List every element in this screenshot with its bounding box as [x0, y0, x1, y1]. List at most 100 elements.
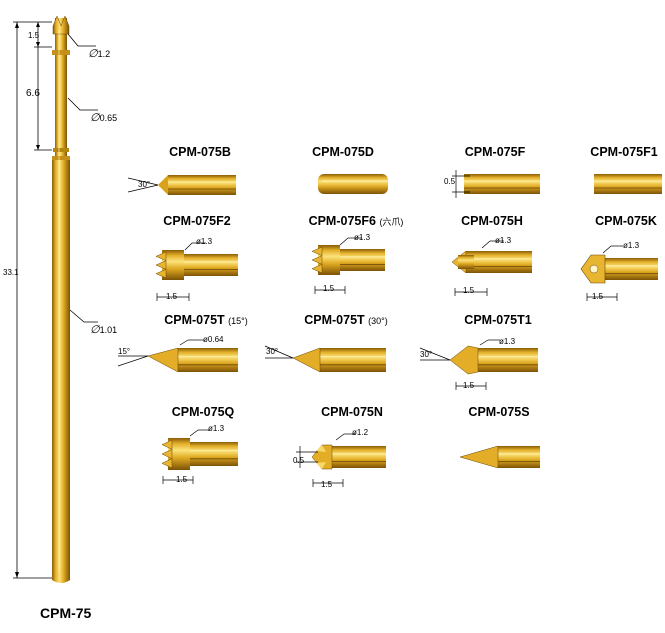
- barrel: [172, 254, 238, 276]
- tooth: [161, 448, 173, 460]
- tooth: [155, 260, 167, 270]
- tips-layer: [117, 170, 662, 487]
- tip-Q: [161, 429, 238, 484]
- dim-T1-dia: ø1.3: [499, 337, 516, 346]
- tip-label-T15: CPM-075T (15°): [164, 313, 248, 327]
- barrel: [178, 348, 238, 372]
- tooth: [311, 255, 323, 265]
- tip-label-F: CPM-075F: [464, 145, 526, 159]
- dim-F6-len: 1.5: [323, 284, 335, 293]
- barrel: [330, 249, 385, 271]
- dim-N-dia: ø1.2: [352, 428, 369, 437]
- dim-line: [479, 339, 489, 346]
- dim-line: [179, 339, 189, 346]
- dim-H-len: 1.5: [463, 286, 475, 295]
- dim-Q-dia: ø1.3: [208, 424, 225, 433]
- tip-label-B: CPM-075B: [169, 145, 231, 159]
- tip-label-Q: CPM-075Q: [171, 405, 235, 419]
- tip-F6: [311, 237, 385, 294]
- tip-label-F2: CPM-075F2: [163, 214, 231, 228]
- dim-line: [264, 345, 294, 359]
- tip-F: [452, 170, 540, 198]
- dim-line: [602, 245, 612, 254]
- dim-K-len: 1.5: [592, 292, 604, 301]
- dim-T15-dia: ø0.64: [203, 335, 224, 344]
- head: [168, 438, 190, 470]
- dim-N-len: 1.5: [321, 480, 333, 489]
- dim-K-dia: ø1.3: [623, 241, 640, 250]
- dim-F-05: 0.5: [444, 177, 456, 186]
- barrel: [320, 348, 386, 372]
- tip-label-N: CPM-075N: [321, 405, 383, 419]
- dim-F6-dia: ø1.3: [354, 233, 371, 242]
- tip-B: [127, 175, 236, 195]
- dim-F2-dia: ø1.3: [196, 237, 213, 246]
- tip-T1: [419, 339, 538, 390]
- dim-line: [481, 240, 491, 249]
- tooth: [155, 268, 167, 279]
- tip-T15: [117, 339, 238, 373]
- tip-K: [580, 245, 658, 301]
- tip-label-F6: CPM-075F6 (六爪): [308, 214, 404, 228]
- tip-S: [459, 445, 540, 469]
- dim-T30-angle: 30°: [266, 347, 279, 356]
- dim-T1-angle: 30°: [420, 350, 433, 359]
- head: [162, 250, 184, 280]
- barrel-diameter: ∅1.01: [90, 324, 118, 336]
- dim-line: [189, 429, 199, 437]
- tip-label-H: CPM-075H: [461, 214, 523, 228]
- dim-1-5: 1.5: [28, 31, 40, 40]
- tip-F1: [594, 174, 662, 194]
- dim-line: [117, 355, 149, 367]
- tip-label-T1: CPM-075T1: [464, 313, 532, 327]
- barrel: [464, 174, 540, 194]
- tip-diameter: ∅1.2: [88, 48, 111, 60]
- dim-H-dia: ø1.3: [495, 236, 512, 245]
- tip-label-S: CPM-075S: [468, 405, 530, 419]
- dim-line: [335, 433, 345, 441]
- point: [316, 445, 326, 452]
- page-title: CPM-75: [40, 605, 92, 621]
- tooth: [161, 439, 173, 450]
- head: [318, 245, 340, 275]
- cone: [158, 175, 168, 195]
- center: [589, 264, 599, 274]
- barrel: [498, 446, 540, 468]
- tip-T30: [264, 345, 386, 373]
- dim-line: [127, 184, 159, 193]
- dim-line: [184, 242, 193, 251]
- tooth: [311, 246, 323, 257]
- long-probe: [13, 15, 98, 583]
- dim-F2-len: 1.5: [166, 292, 178, 301]
- tip-label-T30: CPM-075T (30°): [304, 313, 388, 327]
- dim-6-6: 6.6: [26, 88, 40, 99]
- barrel: [466, 251, 532, 273]
- upper-diameter: ∅0.65: [90, 112, 118, 124]
- barrel: [330, 446, 386, 468]
- point: [316, 462, 326, 469]
- dim-Q-len: 1.5: [176, 475, 188, 484]
- tip-D: [318, 174, 388, 194]
- barrel: [318, 174, 388, 194]
- tip-H: [451, 240, 532, 296]
- tooth: [155, 251, 167, 262]
- cone: [459, 445, 499, 469]
- tip-label-D: CPM-075D: [312, 145, 374, 159]
- dim-line: [127, 177, 159, 186]
- dim-T1-len: 1.5: [463, 381, 475, 390]
- barrel: [598, 258, 658, 280]
- dim-B-angle: 30°: [138, 180, 151, 189]
- tip-F2: [155, 242, 238, 301]
- dim-line: [339, 237, 349, 246]
- cone: [292, 347, 321, 373]
- tooth: [161, 458, 173, 469]
- cone: [147, 347, 179, 373]
- barrel: [478, 348, 538, 372]
- dim-N-05: 0.5: [293, 456, 305, 465]
- barrel: [594, 174, 662, 194]
- cone: [449, 345, 479, 375]
- tip-label-K: CPM-075K: [595, 214, 657, 228]
- dim-line: [419, 347, 451, 361]
- tip-label-F1: CPM-075F1: [590, 145, 658, 159]
